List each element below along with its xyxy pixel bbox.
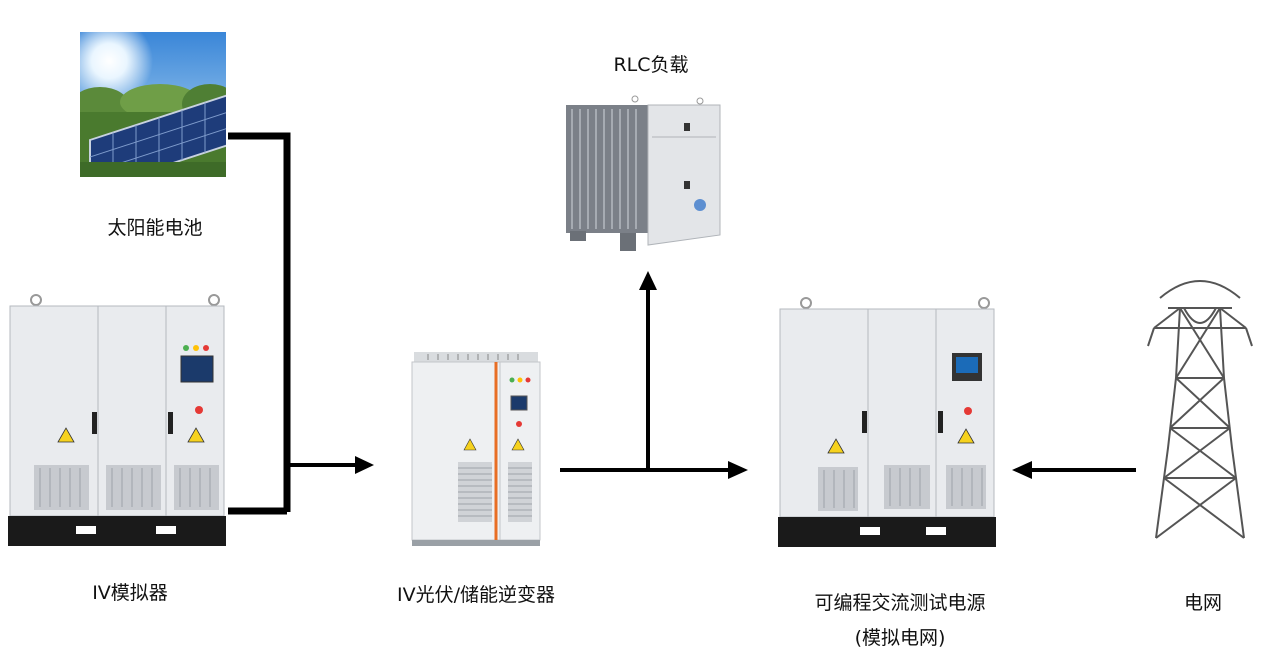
arrowhead-grid-to-ac-source [1012,461,1032,479]
arrowhead-to-ac-source [728,461,748,479]
inverter-cabinet-icon [408,350,544,550]
grid-node [1140,268,1260,544]
power-tower-icon [1140,268,1260,544]
arrowhead-to-inverter [355,456,374,474]
solar-node [80,32,226,177]
inverter-label: IV光伏/储能逆变器 [378,580,574,607]
arrowhead-to-rlc-load [639,271,657,290]
rlc-load-node [560,95,730,257]
cabinet-icon [776,295,998,550]
cabinet-icon [6,290,228,550]
inverter-node [408,350,544,550]
solar-panel-icon [80,32,226,177]
solar-label: 太阳能电池 [100,213,210,240]
connector-solar [228,136,287,512]
grid-label: 电网 [1168,588,1238,615]
rlc-load-label: RLC负载 [596,50,706,77]
ac-source-sublabel: (模拟电网) [840,623,960,650]
ac-source-label: 可编程交流测试电源 [800,588,1000,615]
load-box-icon [560,95,730,257]
iv-simulator-node [6,290,228,550]
ac-source-node [776,295,998,550]
iv-simulator-label: IV模拟器 [70,578,190,605]
